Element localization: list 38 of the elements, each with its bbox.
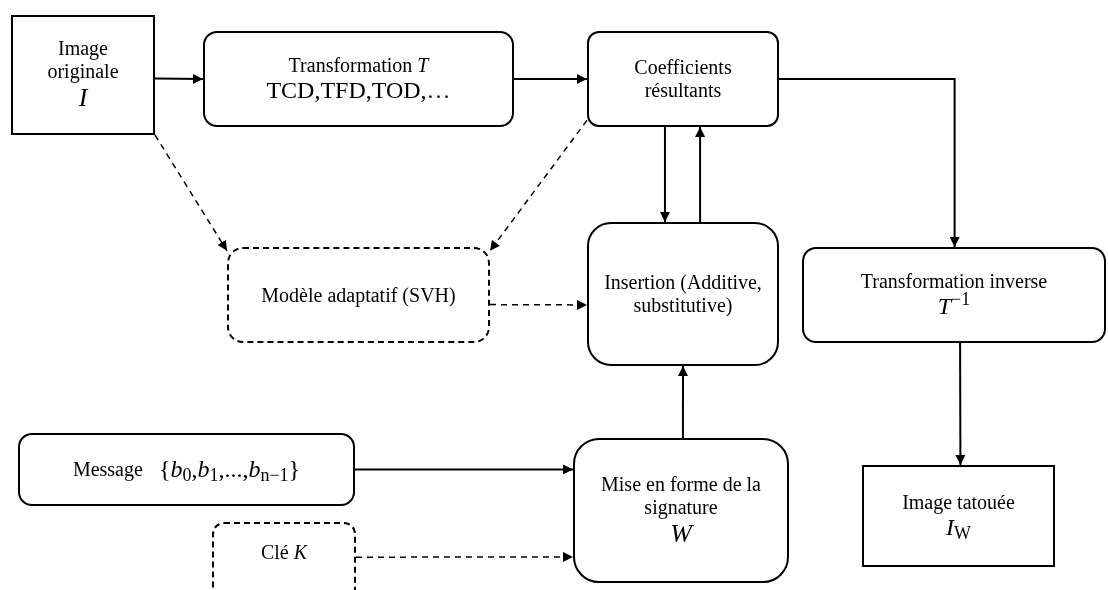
math-symbol: I — [78, 83, 88, 113]
input-box — [212, 522, 356, 590]
arrow — [695, 126, 706, 223]
arrow — [955, 342, 966, 466]
arrow — [678, 365, 688, 439]
arrow — [489, 299, 588, 310]
process-box — [587, 222, 779, 366]
arrow — [778, 78, 960, 248]
node-label: Mise en forme de la signature — [600, 472, 762, 519]
input-box — [18, 433, 355, 506]
node-label: I$_{W}$ — [946, 513, 971, 542]
math-symbol: W — [670, 518, 692, 549]
node-label: Insertion (Additive, substitutive) — [603, 271, 763, 317]
node-label: Image originale — [46, 37, 120, 84]
node-label: T$^{−1}$ — [937, 292, 971, 321]
arrow — [513, 74, 588, 84]
process-box — [573, 438, 789, 583]
arrow — [354, 464, 574, 475]
process-box — [203, 31, 514, 127]
process-box — [802, 247, 1106, 343]
process-box — [227, 247, 490, 343]
node-label: Transformation T — [288, 53, 429, 77]
node-label: Coefficients résultants — [633, 56, 733, 102]
node-label: Transformation inverse — [860, 269, 1048, 292]
arrow — [154, 73, 204, 84]
arrow — [489, 119, 588, 252]
input-box — [11, 15, 155, 135]
output-box — [862, 465, 1055, 567]
process-box — [587, 31, 779, 127]
node-label: TCD,TFD,TOD,… — [266, 76, 451, 105]
node-label: Clé K — [260, 540, 308, 564]
arrow — [355, 551, 574, 562]
node-label: Modèle adaptatif (SVH) — [261, 283, 456, 307]
node-label: Image tatouée — [902, 490, 1015, 514]
arrow — [154, 134, 228, 252]
node-label: {b$_{0}$,b$_{1}$,...,b$_{n−1}$} — [158, 455, 301, 484]
arrow — [659, 126, 670, 223]
node-label: Message — [72, 458, 143, 481]
